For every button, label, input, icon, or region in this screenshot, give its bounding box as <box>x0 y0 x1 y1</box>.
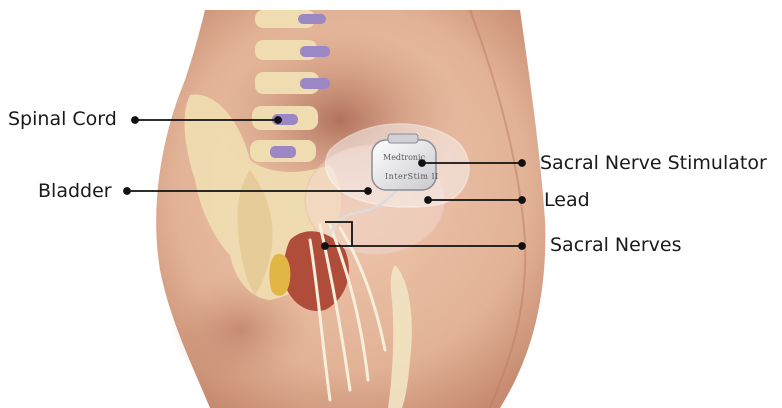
device-model-text: InterStim II <box>385 172 439 181</box>
label-sacral-nerve-stimulator: Sacral Nerve Stimulator <box>540 154 767 173</box>
fat-tissue <box>269 254 290 296</box>
label-bladder: Bladder <box>38 182 112 201</box>
device-brand-text: Medtronic <box>383 153 425 162</box>
sacral-nerve-stimulator-device <box>372 134 436 190</box>
label-lead: Lead <box>544 191 590 210</box>
label-spinal-cord: Spinal Cord <box>8 110 117 129</box>
label-sacral-nerves: Sacral Nerves <box>550 236 681 255</box>
